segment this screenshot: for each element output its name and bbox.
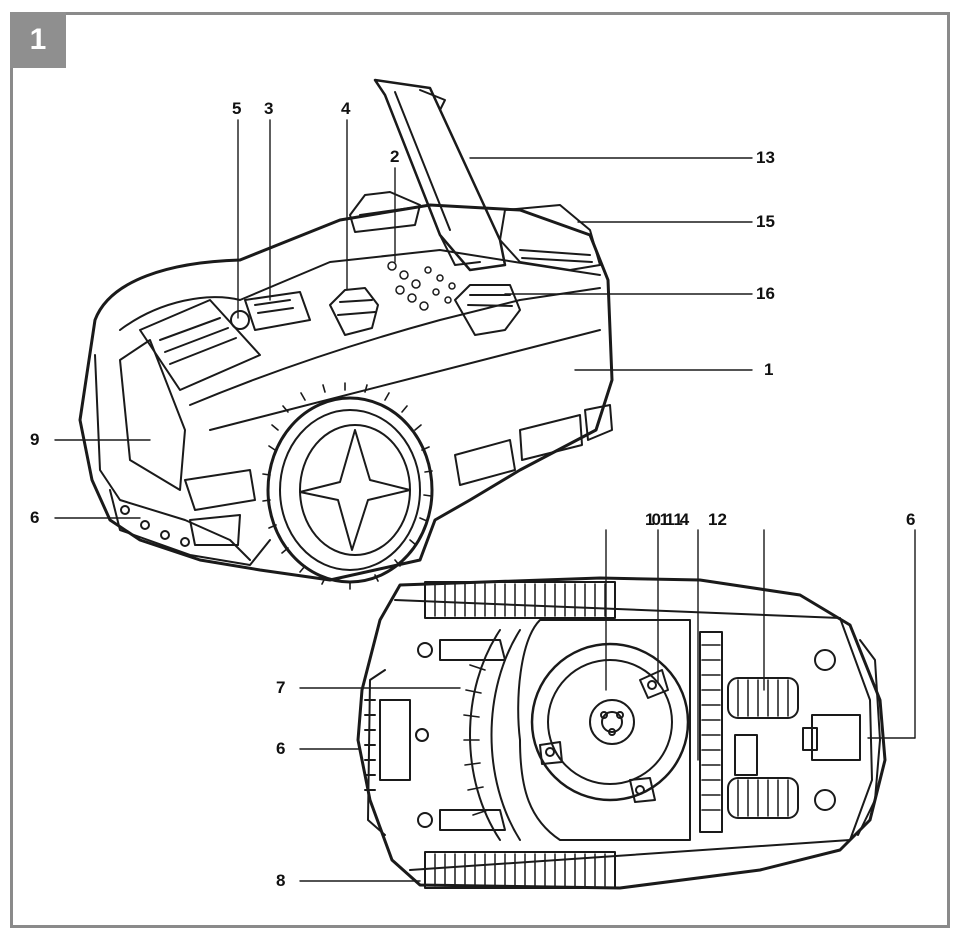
- callout-3: 3: [264, 99, 274, 118]
- callout-8: 8: [276, 871, 286, 890]
- figure-number-badge: 1: [10, 12, 66, 68]
- callout-15: 15: [756, 212, 775, 231]
- callout-6-top-view: 6: [30, 508, 40, 527]
- callout-7: 7: [276, 678, 286, 697]
- callout-4: 4: [341, 99, 351, 118]
- figure-frame: [10, 12, 950, 928]
- callout-1: 1: [764, 360, 774, 379]
- callout-16: 16: [756, 284, 775, 303]
- figure-number: 1: [29, 23, 47, 56]
- mower-top-view: [78, 78, 614, 590]
- callout-6-bottom-front: 6: [276, 739, 286, 758]
- callout-5: 5: [232, 99, 242, 118]
- leader-lines: [54, 119, 916, 882]
- callout-9: 9: [30, 430, 40, 449]
- callout-12: 12: [708, 510, 727, 529]
- callout-13: 13: [756, 148, 775, 167]
- callout-2: 2: [390, 147, 400, 166]
- mower-bottom-view: [356, 576, 887, 890]
- callout-6-bottom-rear: 6: [906, 510, 916, 529]
- callout-10-11-14: 10 11 14: [645, 510, 689, 529]
